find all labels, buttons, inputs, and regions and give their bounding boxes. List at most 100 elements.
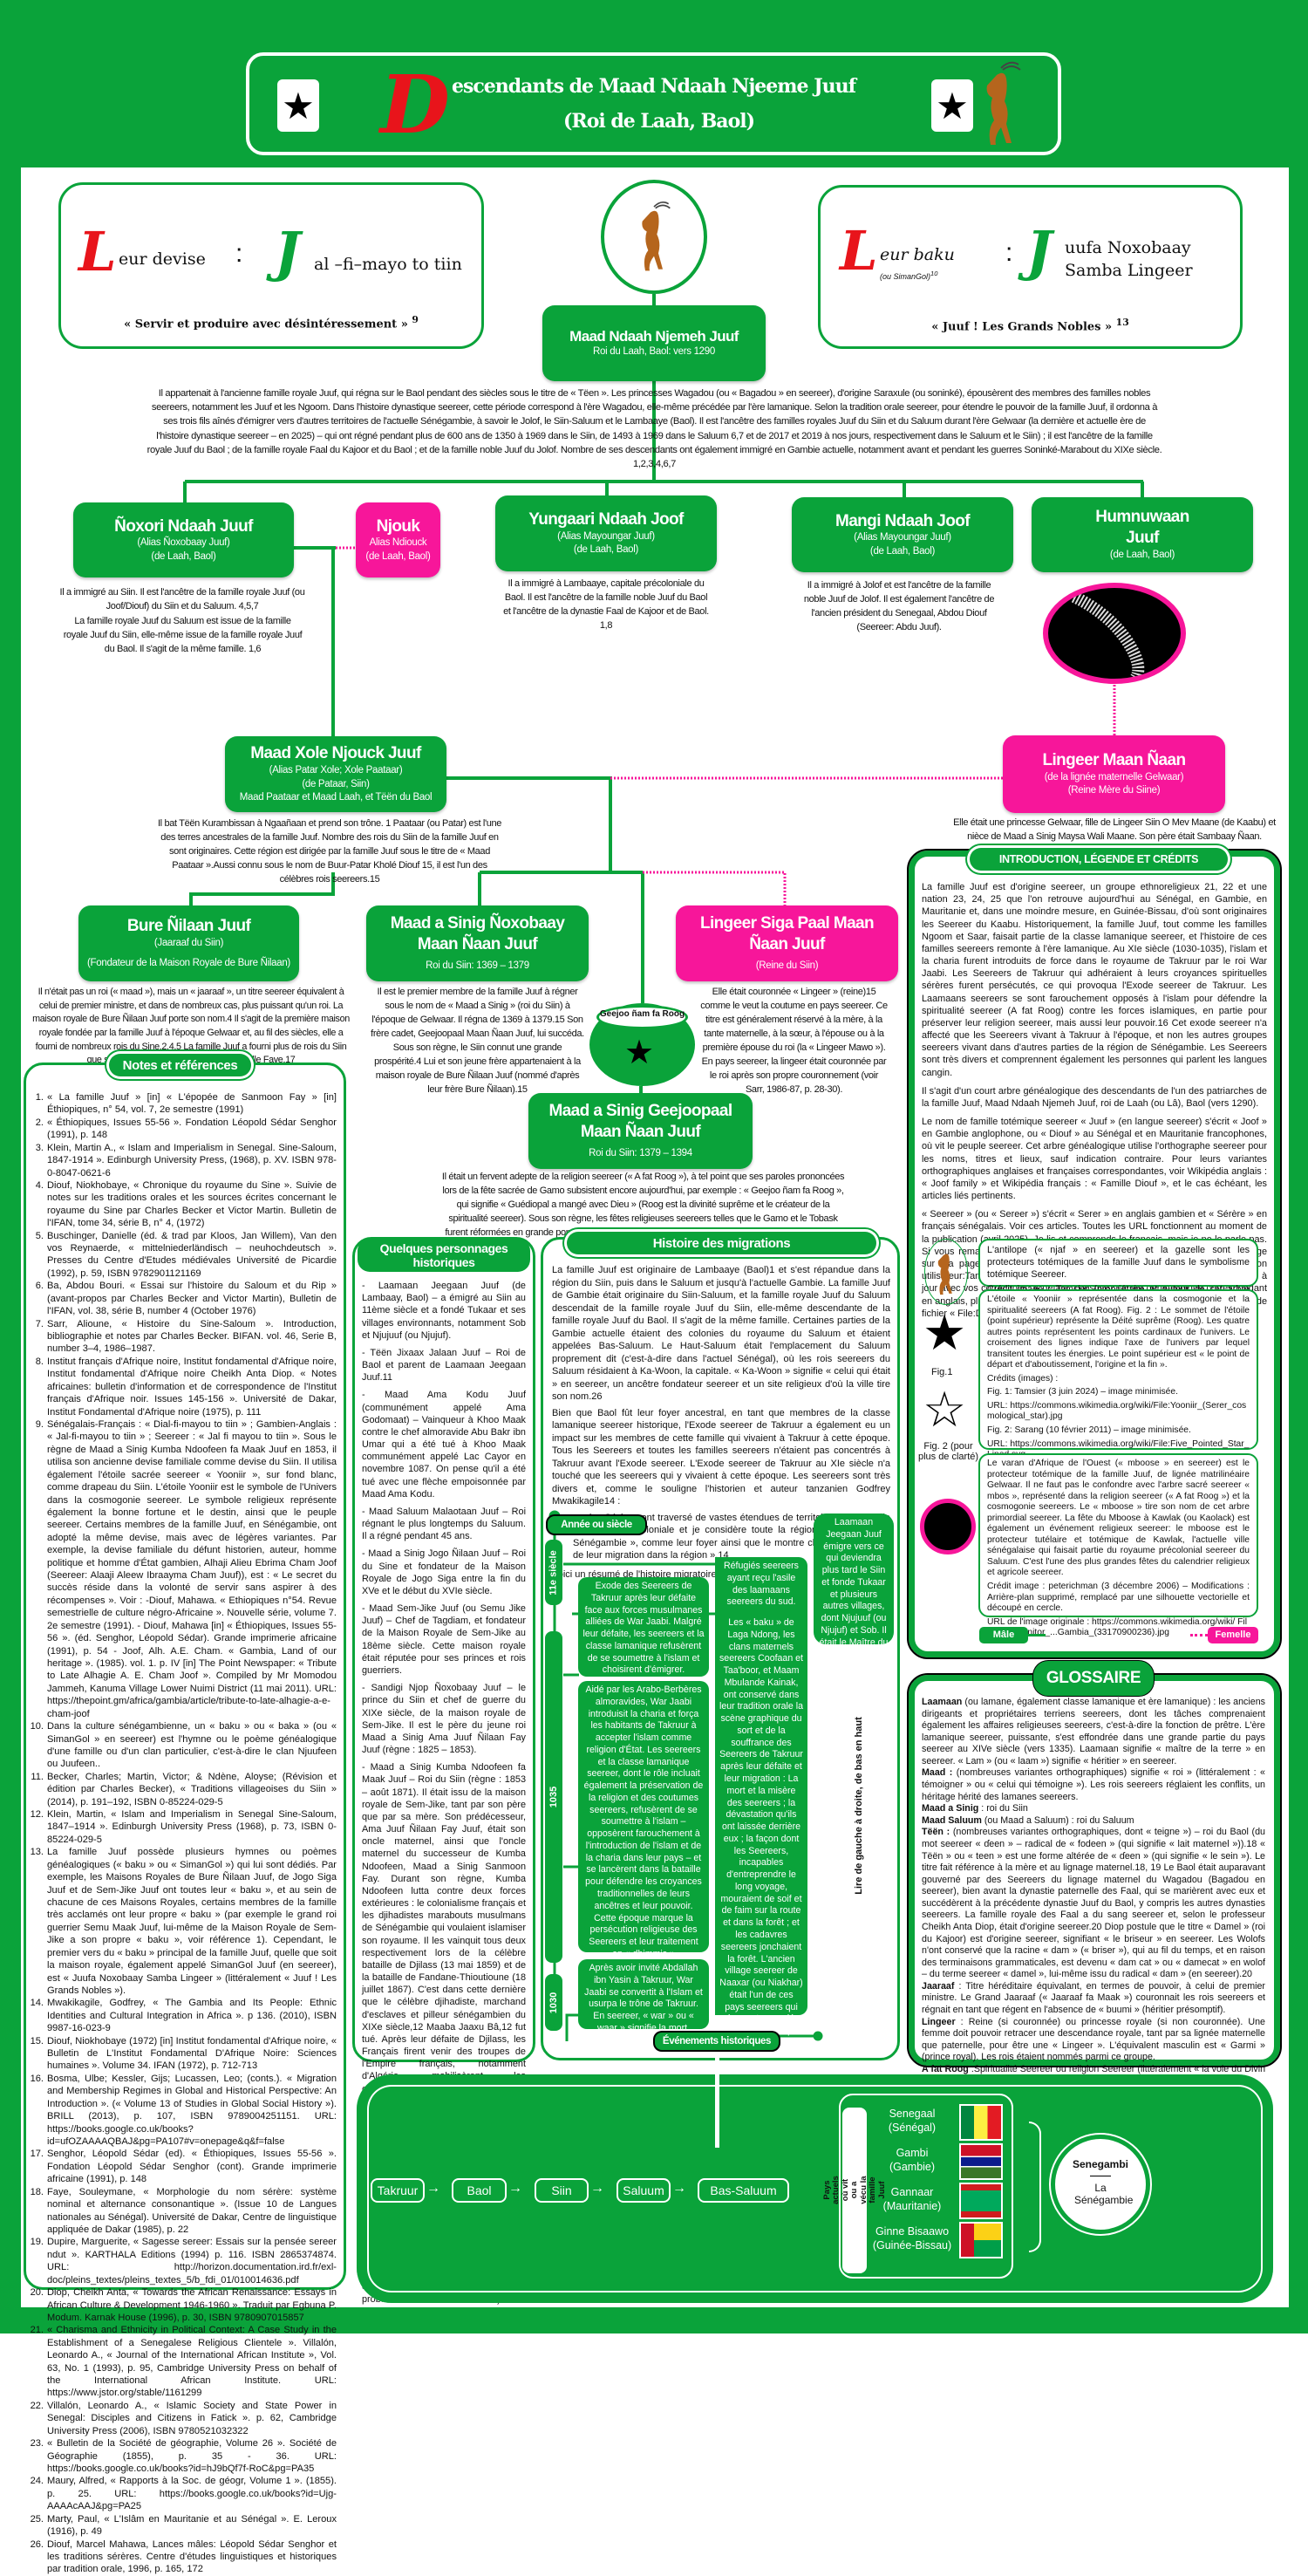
yungaari-text: Il a immigré à Lambaaye, capitale précol… (503, 578, 709, 631)
glossary-entry: Laamaan (ou lamane, également classe lam… (922, 1697, 1265, 1767)
caption-credit: Fig. 2: Sarang (10 février 2011) – image… (987, 1425, 1191, 1436)
reference-number: 8. (35, 1356, 44, 1367)
motto-initial-j: J (275, 220, 301, 284)
node-bure-nilaan: Bure Ñilaan Juuf (Jaaraaf du Siin) (Fond… (78, 905, 299, 981)
node-maad-xole: Maad Xole Njouck Juuf (Alias Patar Xole;… (225, 736, 446, 812)
reference-item: 16.Bosma, Ulbe; Kessler, Gijs; Lucassen,… (30, 2073, 337, 2149)
node-title: (Reine Mère du Siine) (1067, 785, 1161, 796)
node-njouk: Njouk Alias Ndiouck (de Laah, Baol) (356, 502, 440, 577)
reference-text: Klein, Martin A., « Islam and Imperialis… (47, 1142, 337, 1179)
legend-male-line (1028, 1634, 1046, 1636)
reference-number: 3. (35, 1142, 44, 1153)
reference-item: 14.Mwakikagile, Godfrey, « The Gambia an… (30, 1997, 337, 2034)
reference-number: 1. (35, 1092, 44, 1103)
reference-item: 17.Senghor, Léopold Sédar (ed). « Éthiop… (30, 2148, 337, 2185)
node-name: Maad a Sinig Geejoopaal Maan Ñaan Juuf (548, 1101, 732, 1141)
node-lineage: (de la lignée maternelle Gelwaar) (1044, 771, 1184, 782)
node-name: Yungaari Ndaah Joof (528, 510, 684, 530)
legend-female: Femelle (1208, 1627, 1258, 1643)
reference-text: Dupire, Marguerite, « Sagesse sereer: Es… (47, 2237, 337, 2286)
node-name: Maad a Sinig Ñoxobaay Maan Ñaan Juuf (390, 913, 565, 953)
reference-number: 14. (30, 1998, 44, 2009)
lingeer-siga-text: Elle était couronnée « Lingeer » (reine)… (700, 987, 888, 1095)
migrations-p2: Bien que Baol fût leur foyer ancestral, … (552, 1407, 890, 1507)
reference-text: La famille Juuf possède plusieurs hymnes… (47, 1847, 337, 1996)
reference-item: 21.« Charisma and Ethnicity in Political… (30, 2324, 337, 2400)
reference-item: 18.Faye, Souleymane, « Morphologie du no… (30, 2186, 337, 2237)
glossary-heading: GLOSSAIRE (1036, 1664, 1151, 1693)
read-direction-hint: Lire de gauche à droite, de bas en haut (850, 1717, 868, 1895)
reference-number: 16. (30, 2073, 44, 2084)
glossary-definition: (nombreuses variantes orthographiques) s… (922, 1767, 1265, 1802)
reference-item: 12.Klein, Martin, « Islam and Imperialis… (30, 1808, 337, 1846)
motto-translation: « Servir et produire avec désintéresseme… (61, 314, 481, 331)
reference-number: 12. (30, 1809, 44, 1821)
flag-mauritania-icon (959, 2183, 1003, 2219)
glossary-definition: (nombreuses variantes orthographiques, d… (922, 1827, 1265, 1980)
flag-guinea-bissau-icon (959, 2222, 1003, 2258)
baku-value-1: uufa Noxobaay (1065, 238, 1191, 257)
country-item: Gambi(Gambie) (872, 2143, 1003, 2180)
reference-item: 7.Sarr, Alioune, « Histoire du Sine-Salo… (30, 1318, 337, 1356)
baku-translation-text: « Juuf ! Les Grands Nobles » (931, 320, 1113, 334)
reference-text: « La famille Juuf » [in] « L'épopée de S… (47, 1092, 337, 1116)
historical-figure-item: - Maad Saluum Malaotaan Juuf – Roi régna… (362, 1506, 526, 1542)
intro-p3: Le nom de famille totémique seereer « Ju… (922, 1117, 1267, 1202)
antelope-caption: L'antilope (« njaf » en seereer) et la g… (978, 1239, 1258, 1307)
ref: 9 (412, 314, 419, 325)
antelope-figure (924, 1239, 968, 1305)
node-name: Njouk (376, 516, 420, 536)
country-name-fr: (Gambie) (889, 2160, 936, 2173)
yooniir-star-icon: ★ (923, 1305, 967, 1360)
glossary-term: Tëën : (922, 1827, 950, 1838)
node-name: Maad Ndaah Njemeh Juuf (569, 328, 739, 345)
reference-text: Bosma, Ulbe; Kessler, Gijs; Lucassen, Le… (47, 2073, 337, 2148)
reference-text: « Charisma and Ethnicity in Political Co… (47, 2325, 337, 2399)
tree-connectors (183, 294, 1144, 1093)
page-subtitle: (Roi de Laah, Baol) (563, 110, 755, 133)
glossary-term: Lingeer (922, 2016, 956, 2027)
reference-text: Becker, Charles; Martin, Victor; & Ndène… (47, 1771, 337, 1807)
baku-label-alt: (ou SimanGol)10 (880, 270, 937, 281)
motto-label: eur devise (119, 249, 206, 269)
legend-female-line (1190, 1634, 1208, 1636)
historical-figure-item: - Tëën Jixaax Jalaan Juuf – Roi de Baol … (362, 1347, 526, 1384)
reference-text: Maury, Alfred, « Rapports à la Soc. de g… (47, 2476, 337, 2512)
region-name-seereer: Senegambi (1072, 2158, 1129, 2170)
timeline-node: Siin (535, 2178, 589, 2203)
reference-item: 24.Maury, Alfred, « Rapports à la Soc. d… (30, 2475, 337, 2512)
intro-heading: INTRODUCTION, LÉGENDE ET CRÉDITS (970, 848, 1228, 871)
node-name: Mangi Ndaah Joof (835, 511, 971, 530)
node-name: Lingeer Siga Paal Maan Ñaan Juuf (699, 913, 875, 953)
node-title: (Jaaraaf du Siin) (153, 937, 224, 948)
intro-p2: Il s'agit d'un court arbre généalogique … (922, 1085, 1267, 1109)
node-place: (de Pataar, Siin) (302, 778, 370, 789)
family-motto-box: L eur devise : J al –fi–mayo to tiin « S… (58, 182, 484, 349)
glossary-entry: Jaaraaf : Titre héréditaire équivalant, … (922, 1981, 1265, 2017)
migrations-quote: « ...les Sérères ont traversé de vastes … (573, 1512, 890, 1561)
family-baku-box: L eur baku (ou SimanGol)10 : J uufa Noxo… (818, 185, 1243, 349)
caption-text: L'antilope (« njaf » en seereer) et la g… (987, 1245, 1250, 1281)
reference-item: 23.« Bulletin de la Société de géographi… (30, 2437, 337, 2475)
star-flag-icon: ★ (277, 79, 319, 132)
node-role: (Fondateur de la Maison Royale de Bure Ñ… (87, 958, 290, 969)
glossary-term: Maad : (922, 1767, 953, 1779)
node-place: (de Laah, Baol) (365, 550, 431, 562)
baku-label: eur baku (880, 245, 955, 264)
caption-url: URL: https://commons.wikimedia.org/wiki/… (987, 1400, 1247, 1422)
outline-star-icon: ☆ (923, 1382, 967, 1437)
countries-panel (839, 2094, 1013, 2279)
root-description: Il appartenait à l'ancienne famille roya… (146, 388, 1162, 470)
reference-text: Senghor, Léopold Sédar (ed). « Éthiopiqu… (47, 2149, 337, 2185)
event-war-jaabi-conversion: Après avoir invité Abdallah ibn Yasin à … (578, 1959, 709, 2033)
country-name-fr: (Guinée-Bissau) (872, 2238, 952, 2251)
reference-number: 4. (35, 1179, 44, 1191)
reference-number: 25. (30, 2513, 44, 2525)
node-title: Roi du Laah, Baol: vers 1290 (593, 346, 715, 358)
title-banner: ★ D escendants de Maad Ndaah Njeeme Juuf… (246, 52, 1061, 155)
node-name: Humnuwaan Juuf (1095, 508, 1189, 548)
node-name: Bure Ñilaan Juuf (126, 917, 251, 936)
star-flag-icon: ★ (931, 79, 973, 132)
glossary-definition: : Reine (si couronnée) ou princesse roya… (922, 2016, 1265, 2063)
geejoo-label: Geejoo ñam fa Roog (596, 1005, 688, 1029)
